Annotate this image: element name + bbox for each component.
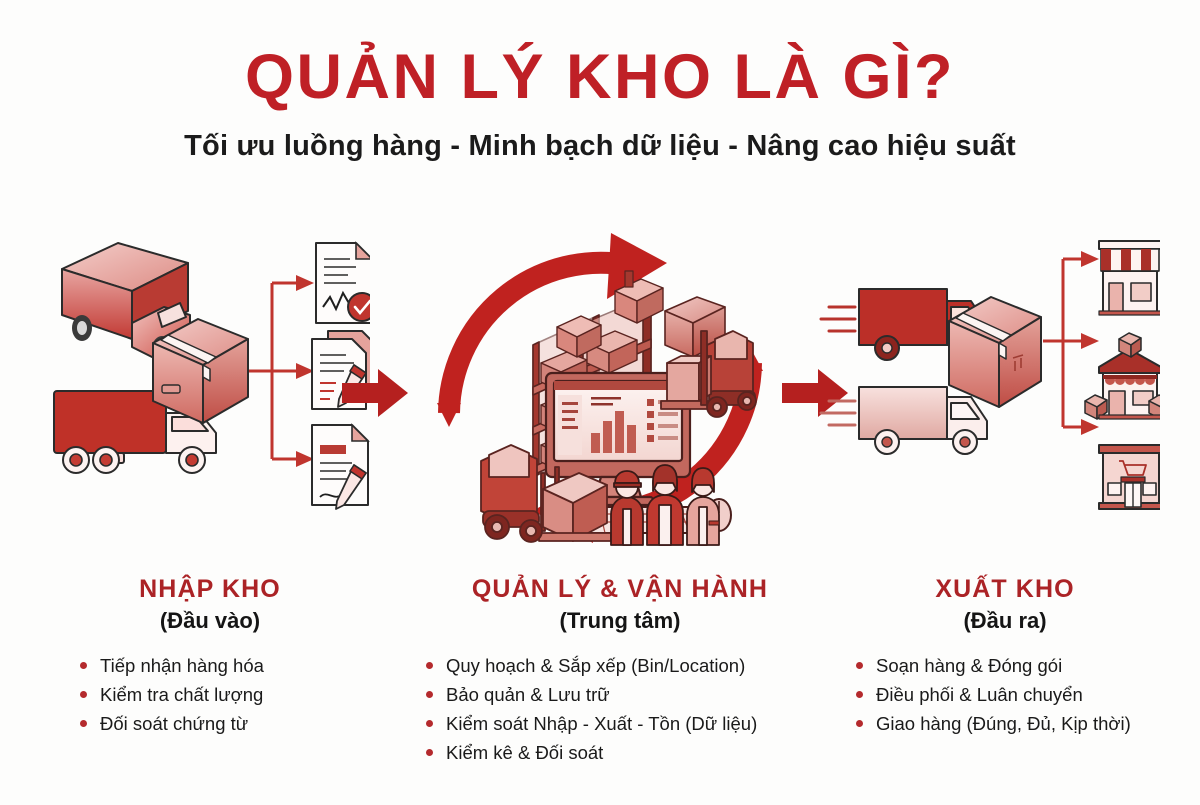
shop-storefront xyxy=(1098,240,1162,316)
list-item: Quy hoạch & Sắp xếp (Bin/Location) xyxy=(422,651,820,680)
list-item: Soạn hàng & Đóng gói xyxy=(852,651,1180,680)
operations-illustration xyxy=(415,215,785,560)
column-subheading-inbound: (Đầu vào) xyxy=(159,608,261,633)
document-sign xyxy=(311,423,370,510)
column-outbound: XUẤT KHO (Đầu ra) Soạn hàng & Đóng gói Đ… xyxy=(830,575,1180,738)
column-heading-inbound: NHẬP KHO xyxy=(139,575,281,603)
bullet-list-inbound: Tiếp nhận hàng hóa Kiểm tra chất lượng Đ… xyxy=(40,651,380,738)
column-subheading-outbound: (Đầu ra) xyxy=(963,608,1047,633)
cardboard-box xyxy=(948,296,1042,408)
outbound-illustration-svg xyxy=(819,240,1172,510)
document-approved xyxy=(315,241,377,324)
branch-arrowheads xyxy=(296,275,314,467)
list-item: Bảo quản & Lưu trữ xyxy=(422,680,820,709)
cycle-arrow-top xyxy=(438,251,629,414)
column-operations: QUẢN LÝ & VẬN HÀNH (Trung tâm) Quy hoạch… xyxy=(420,575,820,767)
list-item: Tiếp nhận hàng hóa xyxy=(76,651,380,680)
list-item: Điều phối & Luân chuyển xyxy=(852,680,1180,709)
column-heading-operations: QUẢN LÝ & VẬN HÀNH xyxy=(471,575,769,603)
list-item: Đối soát chứng từ xyxy=(76,709,380,738)
pencil-icon xyxy=(335,463,368,510)
outbound-illustration xyxy=(815,215,1172,560)
branch-arrowheads xyxy=(1081,251,1099,435)
cycle-arrow-top-head xyxy=(607,233,667,299)
list-item: Kiểm tra chất lượng xyxy=(76,680,380,709)
column-inbound: NHẬP KHO (Đầu vào) Tiếp nhận hàng hóa Ki… xyxy=(40,575,380,738)
warehouse-staff xyxy=(610,464,720,546)
page-subtitle: Tối ưu luồng hàng - Minh bạch dữ liệu - … xyxy=(184,130,1016,163)
arrow-center-to-outbound xyxy=(780,365,850,426)
forklift-left xyxy=(480,444,612,543)
box-truck-isometric xyxy=(61,242,191,362)
inbound-illustration xyxy=(40,215,377,560)
column-subheading-operations: (Trung tâm) xyxy=(559,608,681,633)
page-title: QUẢN LÝ KHO LÀ GÌ? xyxy=(245,42,955,112)
list-item: Giao hàng (Đúng, Đủ, Kịp thời) xyxy=(852,709,1180,738)
column-heading-outbound: XUẤT KHO xyxy=(935,575,1075,603)
delivery-van-outline xyxy=(819,386,988,455)
block-arrow-right-icon xyxy=(342,369,408,417)
block-arrow-right-icon xyxy=(782,369,848,417)
convenience-store xyxy=(1084,332,1172,420)
branch-arrows xyxy=(249,281,298,461)
branch-arrows xyxy=(1043,257,1083,429)
forklift-right xyxy=(660,330,757,418)
list-item: Kiểm soát Nhập - Xuất - Tồn (Dữ liệu) xyxy=(422,709,820,738)
header: QUẢN LÝ KHO LÀ GÌ? Tối ưu luồng hàng - M… xyxy=(0,44,1200,163)
operations-illustration-svg xyxy=(437,233,763,546)
bullet-list-outbound: Soạn hàng & Đóng gói Điều phối & Luân ch… xyxy=(830,651,1180,738)
supermarket xyxy=(1098,444,1164,510)
cardboard-box xyxy=(152,318,249,424)
inbound-illustration-svg xyxy=(53,241,377,510)
bullet-list-operations: Quy hoạch & Sắp xếp (Bin/Location) Bảo q… xyxy=(420,651,820,767)
cycle-arrow-top-tail xyxy=(437,403,461,427)
desktop-monitor-dashboard xyxy=(544,371,692,507)
list-item: Kiểm kê & Đối soát xyxy=(422,738,820,767)
text-columns: NHẬP KHO (Đầu vào) Tiếp nhận hàng hóa Ki… xyxy=(0,575,1200,805)
illustration-band xyxy=(0,215,1200,560)
arrow-inbound-to-center xyxy=(340,365,410,426)
